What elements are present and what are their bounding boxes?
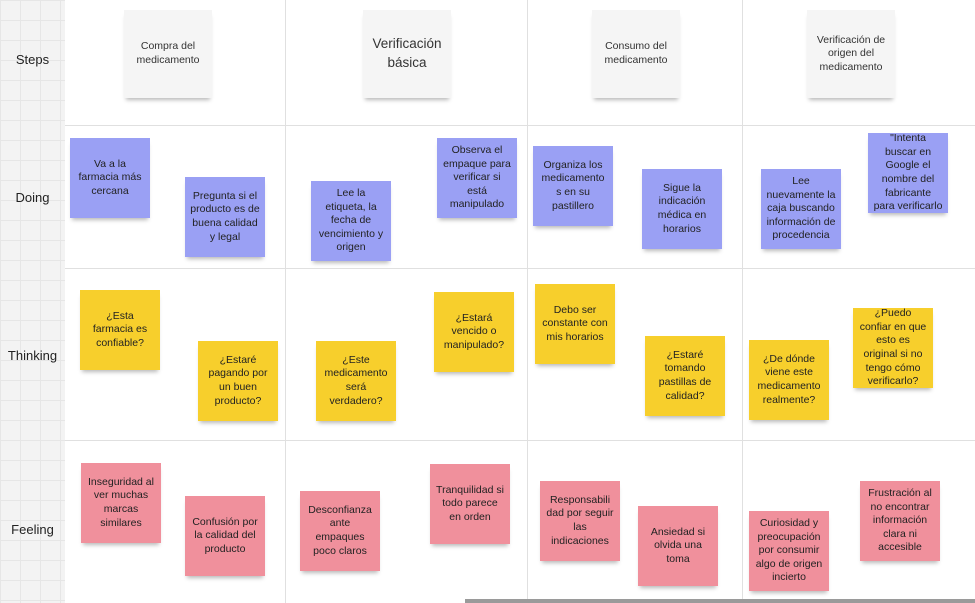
feeling-note[interactable]: Inseguridad al ver muchas marcas similar… xyxy=(81,463,161,543)
thinking-note[interactable]: ¿Estará vencido o manipulado? xyxy=(434,292,514,372)
doing-note[interactable]: Organiza los medicamento s en su pastill… xyxy=(533,146,613,226)
doing-note[interactable]: Lee nuevamente la caja buscando informac… xyxy=(761,169,841,249)
step-note[interactable]: Verificación básica xyxy=(363,10,451,98)
thinking-note[interactable]: ¿Este medicamento será verdadero? xyxy=(316,341,396,421)
doing-note[interactable]: Pregunta si el producto es de buena cali… xyxy=(185,177,265,257)
thinking-note[interactable]: Debo ser constante con mis horarios xyxy=(535,284,615,364)
thinking-note[interactable]: ¿Estaré pagando por un buen producto? xyxy=(198,341,278,421)
feeling-note[interactable]: Frustración al no encontrar información … xyxy=(860,481,940,561)
doing-note[interactable]: Observa el empaque para verificar si est… xyxy=(437,138,517,218)
feeling-note[interactable]: Confusión por la calidad del producto xyxy=(185,496,265,576)
doing-note[interactable]: Sigue la indicación médica en horarios xyxy=(642,169,722,249)
feeling-note[interactable]: Ansiedad si olvida una toma xyxy=(638,506,718,586)
doing-note[interactable]: "Intenta buscar en Google el nombre del … xyxy=(868,132,948,213)
row-divider xyxy=(65,125,975,126)
feeling-note[interactable]: Responsabili dad por seguir las indicaci… xyxy=(540,481,620,561)
row-divider xyxy=(65,440,975,441)
row-label-steps: Steps xyxy=(15,52,50,67)
step-note[interactable]: Compra del medicamento xyxy=(124,10,212,98)
column-divider xyxy=(527,0,528,603)
row-label-doing: Doing xyxy=(15,190,50,205)
feeling-note[interactable]: Tranquilidad si todo parece en orden xyxy=(430,464,510,544)
row-label-thinking: Thinking xyxy=(7,348,58,363)
thinking-note[interactable]: ¿Esta farmacia es confiable? xyxy=(80,290,160,370)
thinking-note[interactable]: ¿Estaré tomando pastillas de calidad? xyxy=(645,336,725,416)
row-divider xyxy=(65,268,975,269)
step-note[interactable]: Consumo del medicamento xyxy=(592,10,680,98)
thinking-note[interactable]: ¿De dónde viene este medicamento realmen… xyxy=(749,340,829,420)
column-divider xyxy=(285,0,286,603)
step-note[interactable]: Verificación de origen del medicamento xyxy=(807,10,895,98)
feeling-note[interactable]: Curiosidad y preocupación por consumir a… xyxy=(749,511,829,591)
doing-note[interactable]: Lee la etiqueta, la fecha de vencimiento… xyxy=(311,181,391,261)
column-divider xyxy=(742,0,743,603)
thinking-note[interactable]: ¿Puedo confiar en que esto es original s… xyxy=(853,307,933,388)
horizontal-scrollbar[interactable] xyxy=(465,599,975,603)
doing-note[interactable]: Va a la farmacia más cercana xyxy=(70,138,150,218)
feeling-note[interactable]: Desconfianza ante empaques poco claros xyxy=(300,491,380,571)
row-label-feeling: Feeling xyxy=(11,522,54,537)
